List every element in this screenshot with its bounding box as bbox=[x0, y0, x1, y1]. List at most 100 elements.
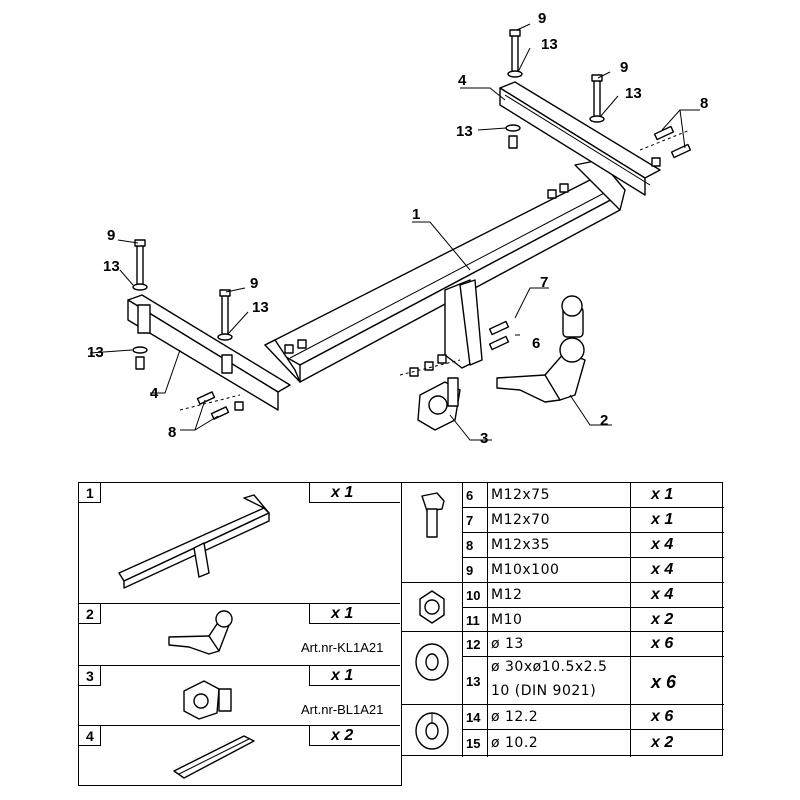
column-divider bbox=[630, 558, 631, 583]
hardware-quantity: x 4 bbox=[651, 536, 674, 553]
bolts-m10x100 bbox=[134, 29, 603, 336]
quantity-box bbox=[309, 726, 400, 746]
hardware-spec: M12 bbox=[491, 587, 523, 603]
washer-icon bbox=[415, 643, 449, 681]
part-quantity: x 1 bbox=[331, 484, 354, 501]
callout-washer-13: 13 bbox=[252, 299, 269, 316]
part-number: 1 bbox=[86, 485, 94, 501]
tow-ball-thumbnail bbox=[168, 610, 233, 655]
hardware-number: 7 bbox=[466, 513, 474, 528]
part-number-box bbox=[79, 483, 101, 503]
hardware-row: 10 M12 x 4 bbox=[463, 583, 724, 608]
column-divider bbox=[630, 533, 631, 558]
hardware-quantity: x 6 bbox=[651, 635, 674, 652]
column-divider bbox=[630, 632, 631, 657]
nut-icon bbox=[419, 590, 445, 624]
socket-plate-thumbnail bbox=[183, 680, 232, 720]
column-divider bbox=[630, 705, 631, 730]
part-quantity: x 1 bbox=[331, 605, 354, 622]
column-divider bbox=[630, 508, 631, 533]
hardware-row: 8 M12x35 x 4 bbox=[463, 533, 724, 558]
part-number: 4 bbox=[86, 728, 94, 744]
column-divider bbox=[487, 730, 488, 757]
part-quantity: x 1 bbox=[331, 667, 354, 684]
hardware-number: 14 bbox=[466, 710, 481, 725]
leader-lines bbox=[89, 23, 700, 441]
part-number: 3 bbox=[86, 668, 94, 684]
callout-bolt-9: 9 bbox=[620, 59, 628, 76]
column-divider bbox=[630, 483, 631, 508]
spring-washer-icon-cell bbox=[402, 705, 463, 757]
callout-bolt-6: 6 bbox=[532, 335, 540, 352]
column-divider bbox=[487, 608, 488, 632]
hardware-number: 8 bbox=[466, 538, 474, 553]
column-divider bbox=[487, 705, 488, 730]
hardware-quantity: x 2 bbox=[651, 610, 674, 628]
nut-icon-cell bbox=[402, 583, 463, 632]
hardware-spec: ø 12.2 bbox=[491, 709, 539, 725]
bolt-icon-cell bbox=[402, 483, 463, 583]
hardware-number: 13 bbox=[466, 673, 481, 689]
exploded-assembly-drawing: 1 2 3 4 4 6 7 8 8 9 9 9 9 13 13 13 13 13… bbox=[87, 10, 708, 447]
part-number-box bbox=[79, 666, 101, 686]
callout-bolt-8-left: 8 bbox=[168, 424, 176, 441]
part-number: 2 bbox=[86, 606, 94, 622]
washers-13 bbox=[132, 70, 605, 370]
callout-bolt-9: 9 bbox=[107, 227, 115, 244]
hardware-spec: ø 30xø10.5x2.5 bbox=[491, 659, 608, 675]
callout-bolt-7: 7 bbox=[540, 274, 548, 291]
column-divider bbox=[487, 508, 488, 533]
hardware-spec: M12x35 bbox=[491, 537, 550, 553]
washer-icon-cell bbox=[402, 632, 463, 705]
part-number-box bbox=[79, 604, 101, 624]
left-bracket-part bbox=[127, 294, 291, 411]
part-row: 2 x 1 Art.nr-KL1A21 bbox=[79, 604, 400, 666]
callout-socket-plate: 3 bbox=[480, 430, 488, 447]
hardware-row: 12 ø 13 x 6 bbox=[463, 632, 724, 657]
part-number-box bbox=[79, 726, 101, 746]
part-quantity: x 2 bbox=[331, 727, 354, 744]
hardware-quantity: x 1 bbox=[651, 486, 674, 503]
callout-washer-13: 13 bbox=[87, 344, 104, 361]
quantity-box bbox=[309, 483, 400, 503]
column-divider bbox=[630, 583, 631, 608]
bolt-icon bbox=[421, 492, 445, 538]
column-divider bbox=[487, 483, 488, 508]
callout-washer-13: 13 bbox=[625, 85, 642, 102]
part-row: 1 x 1 bbox=[79, 483, 400, 604]
hardware-number: 6 bbox=[466, 488, 474, 503]
bracket-thumbnail bbox=[173, 735, 255, 779]
hardware-spec: ø 13 bbox=[491, 636, 524, 652]
socket-plate-part bbox=[417, 377, 461, 431]
hardware-number: 12 bbox=[466, 637, 481, 652]
column-divider bbox=[487, 583, 488, 608]
spring-washer-icon bbox=[415, 712, 449, 750]
callout-bolt-9: 9 bbox=[250, 275, 258, 292]
part-row: 4 x 2 bbox=[79, 726, 400, 784]
callout-bracket-left: 4 bbox=[150, 385, 159, 402]
column-divider bbox=[487, 632, 488, 657]
hardware-spec: ø 10.2 bbox=[491, 735, 539, 751]
column-divider bbox=[630, 730, 631, 757]
hardware-quantity: x 4 bbox=[651, 586, 674, 603]
part-row: 3 x 1 Art.nr-BL1A21 bbox=[79, 666, 400, 726]
article-number: Art.nr-KL1A21 bbox=[301, 640, 384, 655]
hardware-number: 15 bbox=[466, 736, 481, 751]
quantity-box bbox=[309, 666, 400, 686]
callout-crossbar: 1 bbox=[412, 206, 420, 223]
hardware-spec: M12x75 bbox=[491, 487, 550, 503]
callout-washer-13: 13 bbox=[103, 258, 120, 275]
hardware-number: 9 bbox=[466, 563, 474, 578]
callout-bolt-8-right: 8 bbox=[700, 95, 708, 112]
hardware-spec: M10x100 bbox=[491, 562, 560, 578]
hardware-number: 10 bbox=[466, 588, 481, 603]
bolts-m12x35-and-nuts bbox=[196, 125, 692, 420]
right-bracket-part bbox=[499, 81, 661, 196]
mounting-plate-part bbox=[444, 279, 483, 369]
quantity-box bbox=[309, 604, 400, 624]
hardware-spec: M12x70 bbox=[491, 512, 550, 528]
